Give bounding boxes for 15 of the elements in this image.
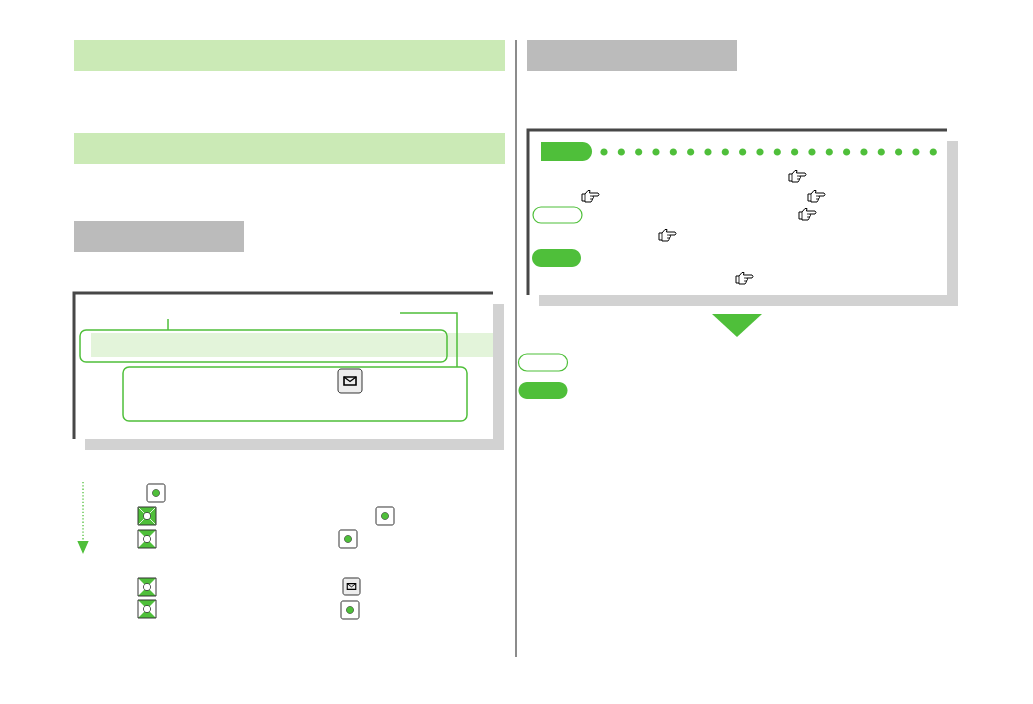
- outlined-pill: [532, 206, 583, 224]
- highlight-band: [91, 333, 493, 357]
- tag: [541, 142, 592, 161]
- outlined-pill: [517, 353, 569, 372]
- heading-band: [74, 133, 505, 164]
- callout-box: [79, 329, 448, 363]
- heading-band: [74, 40, 505, 71]
- callout-box: [122, 366, 468, 422]
- leader-line: [399, 312, 458, 368]
- heading-box: [74, 221, 244, 252]
- framed-panel: [526, 128, 958, 306]
- heading-box: [527, 40, 737, 71]
- leader-line: [167, 318, 169, 331]
- filled-pill: [518, 382, 568, 399]
- filled-pill: [532, 249, 581, 267]
